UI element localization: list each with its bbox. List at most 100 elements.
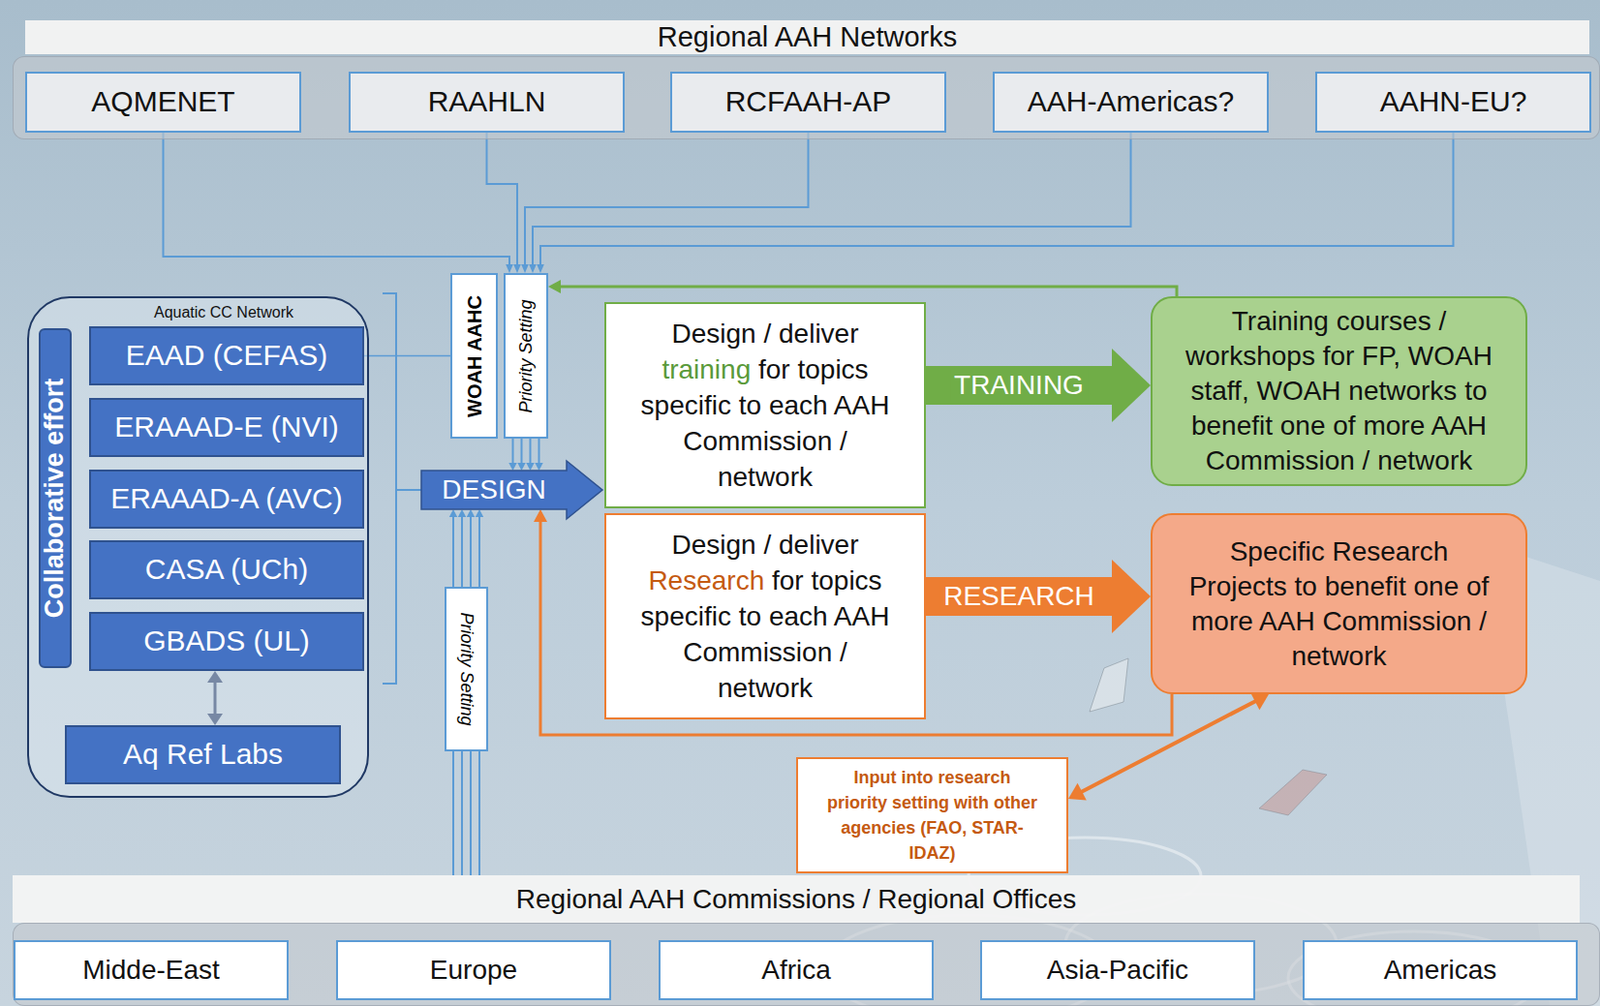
connector — [528, 132, 1131, 274]
label-word: topics — [797, 354, 868, 385]
group-title: Aquatic CC Network — [96, 304, 351, 322]
group-band: Regional AAH NetworksAQMENET RAAHLN RCFAAH… — [12, 20, 1600, 140]
boat — [1089, 658, 1129, 712]
label-word: for — [758, 354, 791, 385]
centre-box: ERAAAD-A (AVC) — [89, 469, 365, 529]
block-arrow-shaft — [925, 366, 1112, 405]
arrowhead — [505, 264, 514, 274]
label-word — [828, 601, 834, 632]
connector-line — [163, 132, 511, 268]
connector-line — [538, 438, 541, 465]
group-title: Regional AAH Networks — [25, 20, 1590, 55]
vertical-bar: Collaborative effort — [38, 328, 72, 669]
label-word — [770, 318, 779, 349]
priority-box: Priority Setting — [503, 273, 549, 439]
region-box: Americas — [1302, 940, 1578, 1001]
label-word: / — [839, 426, 848, 457]
label-word: Commission — [682, 426, 832, 457]
priority-box: Priority Setting — [444, 586, 489, 752]
arrowhead — [1250, 693, 1269, 711]
label-word — [756, 318, 765, 349]
connector-line — [478, 515, 481, 587]
connector-line — [529, 438, 532, 465]
label-word — [750, 354, 759, 385]
label-word: deliver — [778, 529, 859, 560]
process-box: Design / deliver training for topics spe… — [604, 302, 926, 509]
label-word: Research — [647, 565, 765, 596]
connector-line — [452, 515, 455, 587]
box-label: Americas — [1304, 954, 1576, 986]
label-word: specific — [641, 601, 732, 632]
connector-line — [487, 132, 519, 268]
arrowhead — [1111, 559, 1151, 634]
outcome-box: Specific Research Projects to benefit on… — [1150, 513, 1528, 695]
connector — [487, 132, 522, 274]
connector — [163, 132, 514, 274]
region-box: Asia-Pacific — [980, 940, 1256, 1001]
connector-line — [540, 132, 1454, 268]
box-label: Priority Setting — [517, 299, 535, 413]
arrowhead — [525, 462, 534, 471]
connector-label: TRAINING — [950, 369, 1088, 401]
label-word: Commission — [682, 637, 832, 668]
arrowhead — [449, 509, 458, 518]
label-word: AAH — [833, 390, 891, 421]
box-label: Europe — [338, 954, 610, 986]
label-word: each — [769, 390, 829, 421]
label-word — [803, 565, 812, 596]
arrowhead — [521, 264, 529, 274]
label-word — [756, 529, 765, 560]
arrowhead — [513, 264, 522, 274]
box-label: RCFAAH-AP — [672, 85, 945, 120]
connector — [449, 509, 484, 587]
label-word: Design — [672, 529, 757, 560]
connector — [925, 348, 1151, 423]
note-box: Input into research priority setting wit… — [796, 757, 1069, 874]
box-label: Asia-Pacific — [982, 954, 1254, 986]
label-word: specific — [641, 390, 732, 421]
connector-line — [1077, 699, 1260, 795]
box-label: RAAHLN — [350, 85, 623, 120]
label-word: training — [661, 354, 751, 385]
label-word — [831, 637, 840, 668]
label-word — [828, 390, 834, 421]
box-label: AQMENET — [27, 85, 300, 120]
group-panel: Aquatic CC NetworkCollaborative effortEA… — [27, 296, 370, 799]
arrowhead — [466, 509, 475, 518]
boat — [1259, 769, 1327, 816]
arrow-fill — [421, 461, 603, 520]
group-bracket — [382, 293, 422, 684]
block-arrow: DESIGN — [421, 470, 567, 510]
centre-box: GBADS (UL) — [89, 612, 365, 672]
connector — [508, 438, 543, 471]
label-word — [731, 601, 739, 632]
label-word — [770, 529, 779, 560]
box-label: Design / deliver Research for topics spe… — [635, 526, 895, 707]
label-word — [761, 601, 770, 632]
box-label: Priority Setting — [458, 612, 476, 726]
label-word — [764, 565, 772, 596]
connector — [453, 751, 480, 876]
label-word — [831, 426, 840, 457]
connector-line — [556, 286, 1177, 297]
connector-line — [512, 438, 515, 465]
box-label: ERAAAD-A (AVC) — [91, 482, 363, 517]
arrowhead — [533, 509, 548, 523]
network-box: RAAHLN — [348, 71, 625, 133]
arrowhead — [534, 462, 543, 471]
box-label: Design / deliver training for topics spe… — [635, 315, 895, 495]
label-word: / — [763, 529, 771, 560]
label-word: deliver — [778, 318, 859, 349]
label-word: for — [771, 565, 804, 596]
arrowhead — [508, 462, 517, 471]
connector — [1068, 693, 1269, 801]
connector-line — [364, 355, 451, 358]
connector — [521, 132, 808, 274]
box-label: DESIGN — [421, 476, 567, 504]
connector — [925, 559, 1151, 634]
connector-line — [452, 751, 455, 876]
connector — [364, 355, 451, 357]
label-word: / — [763, 318, 771, 349]
label-word: Design — [672, 318, 757, 349]
connector-label: RESEARCH — [939, 581, 1099, 613]
